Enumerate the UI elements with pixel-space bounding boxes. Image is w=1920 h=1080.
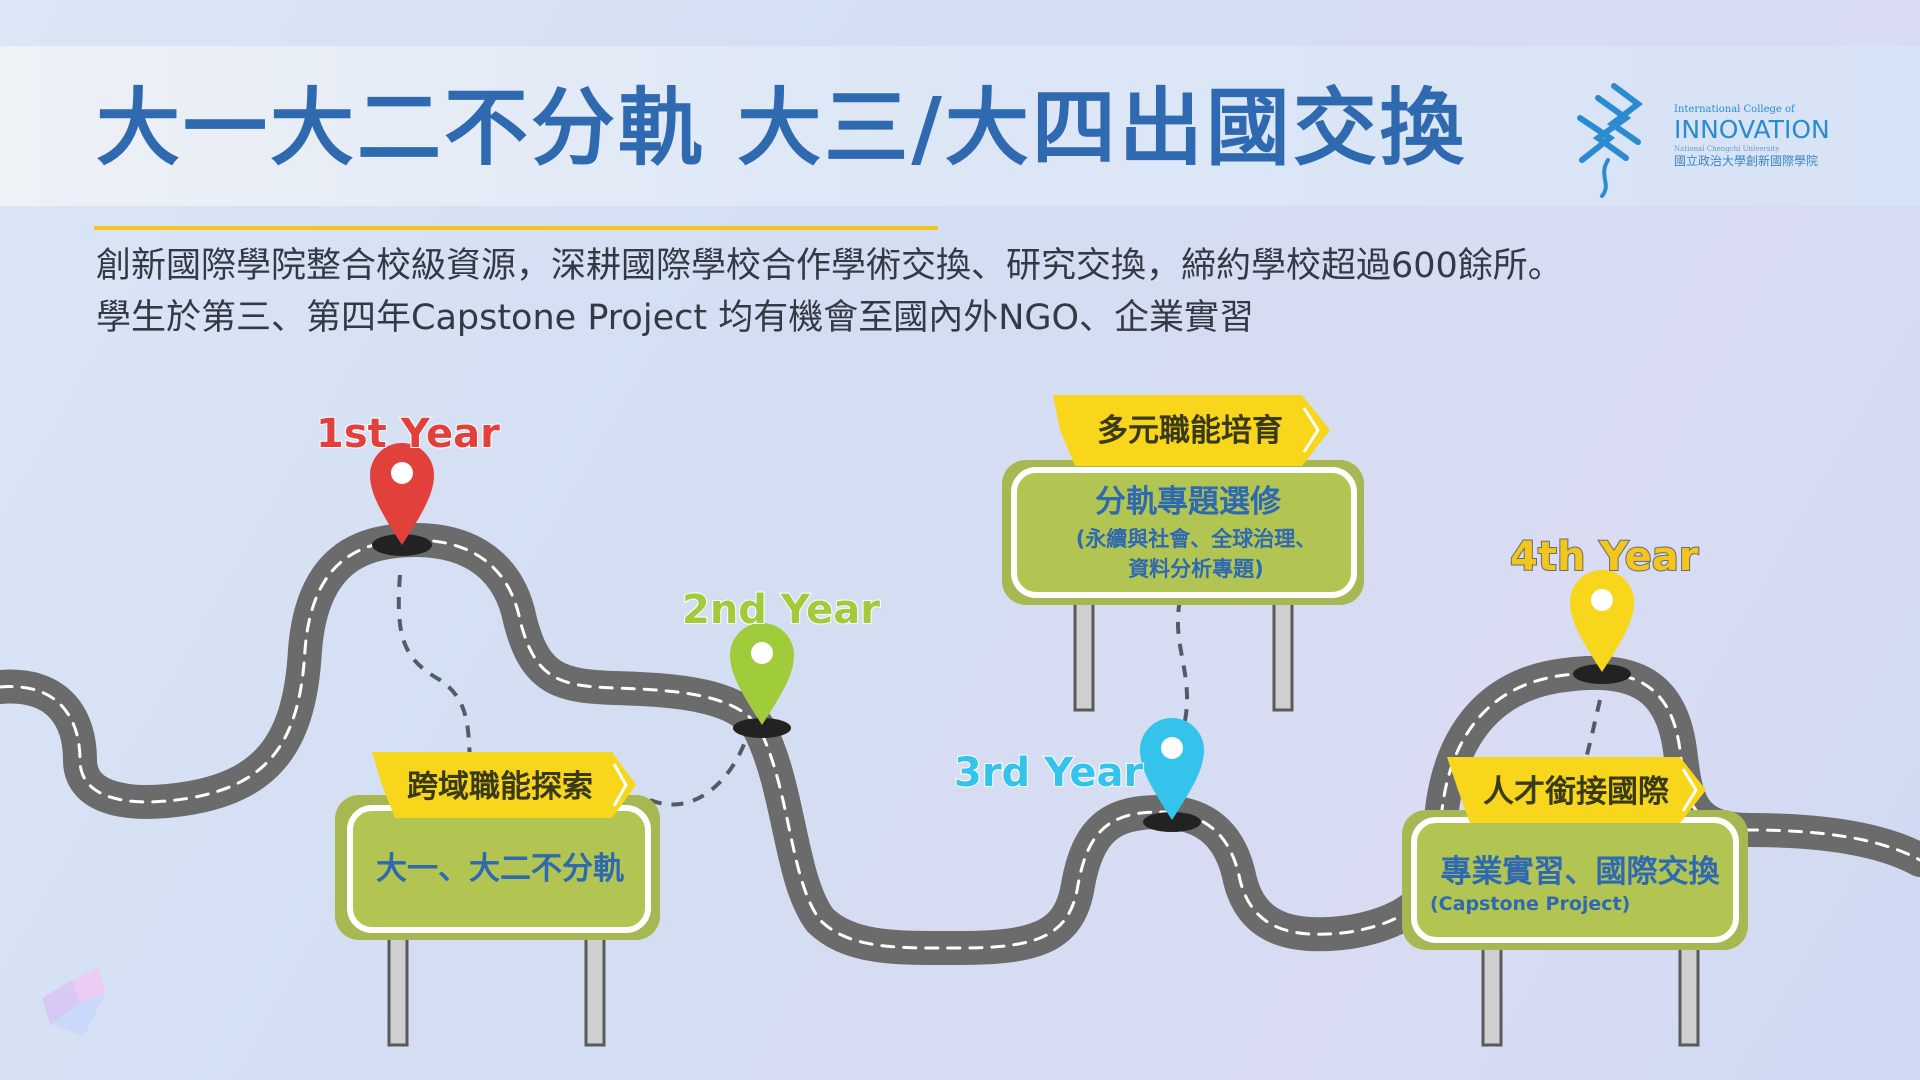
logo-mark-icon bbox=[1577, 83, 1643, 198]
pin-shadow-year3 bbox=[1143, 812, 1201, 832]
description-line2: 學生於第三、第四年Capstone Project 均有機會至國內外NGO、企業… bbox=[96, 298, 1255, 338]
logo-line3: National Chengchi University bbox=[1674, 145, 1780, 153]
post-year4-right bbox=[1678, 943, 1700, 1047]
year3-label: 3rd Year bbox=[954, 750, 1144, 796]
flag-year3-tip-icon bbox=[1302, 407, 1320, 453]
title-band bbox=[0, 46, 1920, 206]
cube-front bbox=[42, 980, 80, 1024]
sign-year3-text: 分軌專題選修 bbox=[1095, 484, 1282, 520]
connector-year3 bbox=[1175, 599, 1189, 741]
flag-year3-text: 多元職能培育 bbox=[1097, 413, 1283, 449]
cube-side bbox=[50, 992, 106, 1036]
description: 創新國際學院整合校級資源，深耕國際學校合作學術交換、研究交換，締約學校超過600… bbox=[96, 240, 1563, 344]
flag-year4-text: 人才銜接國際 bbox=[1483, 774, 1669, 810]
logo-line4: 國立政治大學創新國際學院 bbox=[1674, 154, 1819, 168]
sign-year1-text: 大一、大二不分軌 bbox=[376, 851, 624, 887]
sign-year1: 大一、大二不分軌 bbox=[335, 795, 660, 940]
flag-year4-tip-icon bbox=[1681, 768, 1698, 812]
flag-year3: 多元職能培育 bbox=[1053, 395, 1330, 466]
pin-shadow-year4 bbox=[1573, 664, 1631, 684]
flag-year1-shape bbox=[372, 752, 636, 818]
logo-line2: INNOVATION bbox=[1674, 115, 1830, 144]
pin-shadows bbox=[372, 534, 1631, 832]
connector-year2 bbox=[649, 724, 752, 807]
sign-year4-sub1: (Capstone Project) bbox=[1430, 893, 1630, 915]
flag-year4-shape bbox=[1447, 757, 1706, 823]
flag-year1: 跨域職能探索 bbox=[372, 752, 636, 818]
pin-shadow-year2 bbox=[733, 718, 791, 738]
sign-year3-sub1: (永續與社會、全球治理、 bbox=[1076, 527, 1317, 551]
connector-year1 bbox=[396, 574, 472, 761]
post-year3-left bbox=[1073, 598, 1095, 712]
page-title: 大一大二不分軌 大三/大四出國交換 bbox=[96, 79, 1467, 177]
post-year4-left bbox=[1481, 943, 1503, 1047]
flag-year3-shape bbox=[1053, 395, 1330, 466]
sign-posts bbox=[387, 598, 1700, 1047]
flag-year1-text: 跨域職能探索 bbox=[407, 769, 593, 805]
cube-top bbox=[72, 968, 106, 1004]
connector-lines bbox=[396, 574, 1602, 807]
sign-year3-panel bbox=[1011, 467, 1357, 598]
flag-year4: 人才銜接國際 bbox=[1447, 757, 1706, 823]
sign-year4: 專業實習、國際交換 (Capstone Project) bbox=[1402, 810, 1748, 950]
logo-line1: International College of bbox=[1674, 104, 1795, 115]
title-underline bbox=[94, 226, 938, 230]
year4-label: 4th Year bbox=[1510, 534, 1699, 580]
flag-year1-tip-icon bbox=[612, 763, 628, 807]
post-year3-right bbox=[1272, 598, 1294, 712]
road bbox=[0, 523, 1920, 966]
decorative-cube-icon bbox=[42, 968, 106, 1036]
connector-year4 bbox=[1582, 699, 1602, 766]
road-center-dashes bbox=[0, 538, 1920, 950]
year1-label: 1st Year bbox=[316, 411, 500, 457]
post-year1-left bbox=[387, 933, 409, 1047]
pin-shadow-year1 bbox=[372, 534, 432, 556]
sign-year3-sub2: 資料分析專題) bbox=[1128, 557, 1264, 581]
sign-year3: 分軌專題選修 (永續與社會、全球治理、 資料分析專題) bbox=[1002, 460, 1364, 605]
post-year1-right bbox=[584, 933, 606, 1047]
sign-year4-text: 專業實習、國際交換 bbox=[1441, 854, 1721, 890]
year2-label: 2nd Year bbox=[682, 587, 880, 633]
description-line1: 創新國際學院整合校級資源，深耕國際學校合作學術交換、研究交換，締約學校超過600… bbox=[96, 246, 1563, 286]
college-logo: International College of INNOVATION Nati… bbox=[1568, 80, 1830, 200]
